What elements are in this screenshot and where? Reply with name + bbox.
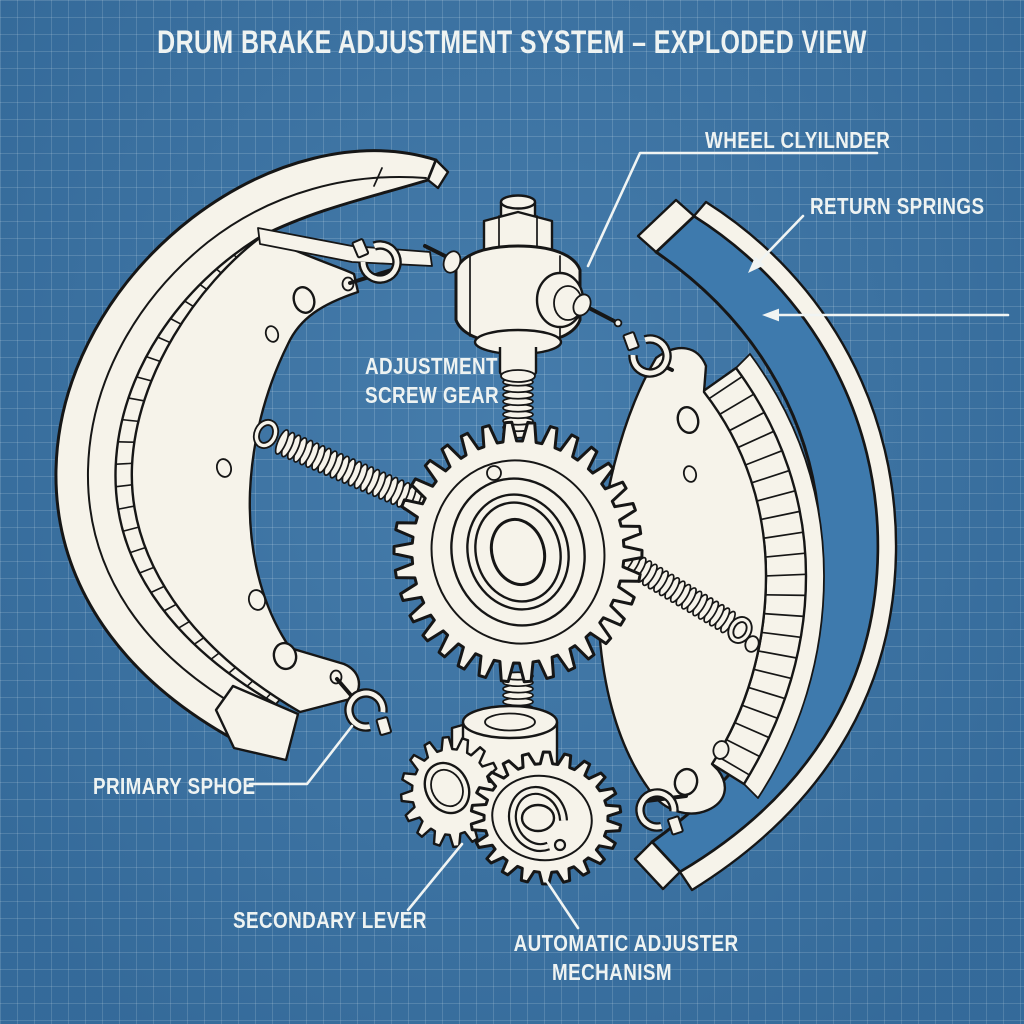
- label-primary-shoe: PRIMARY SPHOE: [93, 773, 256, 799]
- left-shoe-rim-edge-line: [86, 175, 427, 723]
- label-automatic-line1: AUTOMATIC ADJUSTER: [513, 930, 739, 956]
- left-shoe-tip-facet: [426, 158, 450, 190]
- label-adjustment-line1: ADJUSTMENT: [365, 353, 498, 379]
- automatic-adjuster-mechanism: [399, 704, 623, 886]
- right-pin-tip: [613, 318, 623, 328]
- band-bottom-end-cap: [633, 840, 682, 891]
- left-piston: [442, 250, 462, 274]
- right-lining-hatch-marks: [707, 375, 807, 776]
- adjuster-gear-web-edge: [491, 774, 593, 862]
- left-piston-pin: [423, 244, 451, 260]
- left-web-hole-small: [264, 325, 280, 343]
- right-web-hole-top: [676, 405, 700, 435]
- right-web-hole-mid: [744, 635, 760, 653]
- arrow-heads: [748, 256, 779, 322]
- label-adjustment-line2: SCREW GEAR: [365, 382, 500, 408]
- main-gear-bore: [489, 517, 547, 587]
- primary-shoe-leader: [248, 724, 354, 786]
- left-web-hole-lower: [247, 589, 267, 611]
- adjuster-circlip: [507, 785, 569, 853]
- adjuster-barrel-bore: [484, 712, 536, 732]
- label-secondary-lever: SECONDARY LEVER: [233, 907, 427, 933]
- right-web-hole-small: [682, 465, 698, 483]
- label-wheel-cylinder: WHEEL CLYILNDER: [705, 127, 891, 153]
- wheel-cylinder-leader: [586, 151, 879, 268]
- secondary-lever-leader: [406, 842, 464, 912]
- left-web-hole-bottom: [272, 641, 298, 671]
- wheel-cylinder: [423, 194, 623, 383]
- return-spring-hooks: [335, 238, 688, 836]
- diagram-title: DRUM BRAKE ADJUSTMENT SYSTEM – EXPLODED …: [157, 24, 867, 60]
- adjustment-screw-gear: [392, 420, 644, 684]
- left-shoe-arm-seam: [373, 167, 383, 187]
- left-shoe-foot-block: [214, 684, 300, 762]
- adjuster-gear-hub: [520, 803, 556, 833]
- automatic-adjuster-leader: [544, 878, 580, 930]
- right-piston: [572, 293, 592, 317]
- main-gear-web-edge: [430, 459, 606, 645]
- label-adjustment-screw-gear: ADJUSTMENT SCREW GEAR: [365, 352, 499, 410]
- bleeder-cap-top: [499, 194, 537, 210]
- brake-drum-band: [633, 198, 898, 892]
- left-shoe-top-strap: [257, 227, 433, 267]
- right-web-hole-lower: [712, 740, 730, 760]
- secondary-lever-slot-inner: [430, 768, 464, 808]
- main-gear-pin-hole: [486, 465, 502, 481]
- label-automatic-line2: MECHANISM: [551, 959, 673, 985]
- band-top-end-cap: [636, 198, 696, 254]
- label-automatic-adjuster: AUTOMATIC ADJUSTER MECHANISM: [513, 929, 739, 987]
- return-springs-arrow-1: [750, 214, 805, 271]
- left-web-hole-mid: [215, 458, 233, 478]
- left-web-hole-large: [292, 286, 316, 314]
- leader-lines: [248, 151, 1010, 930]
- right-piston-pin: [587, 306, 618, 324]
- label-return-springs: RETURN SPRINGS: [810, 193, 985, 219]
- left-brake-shoe: [54, 149, 450, 762]
- shaft-collar: [500, 369, 536, 383]
